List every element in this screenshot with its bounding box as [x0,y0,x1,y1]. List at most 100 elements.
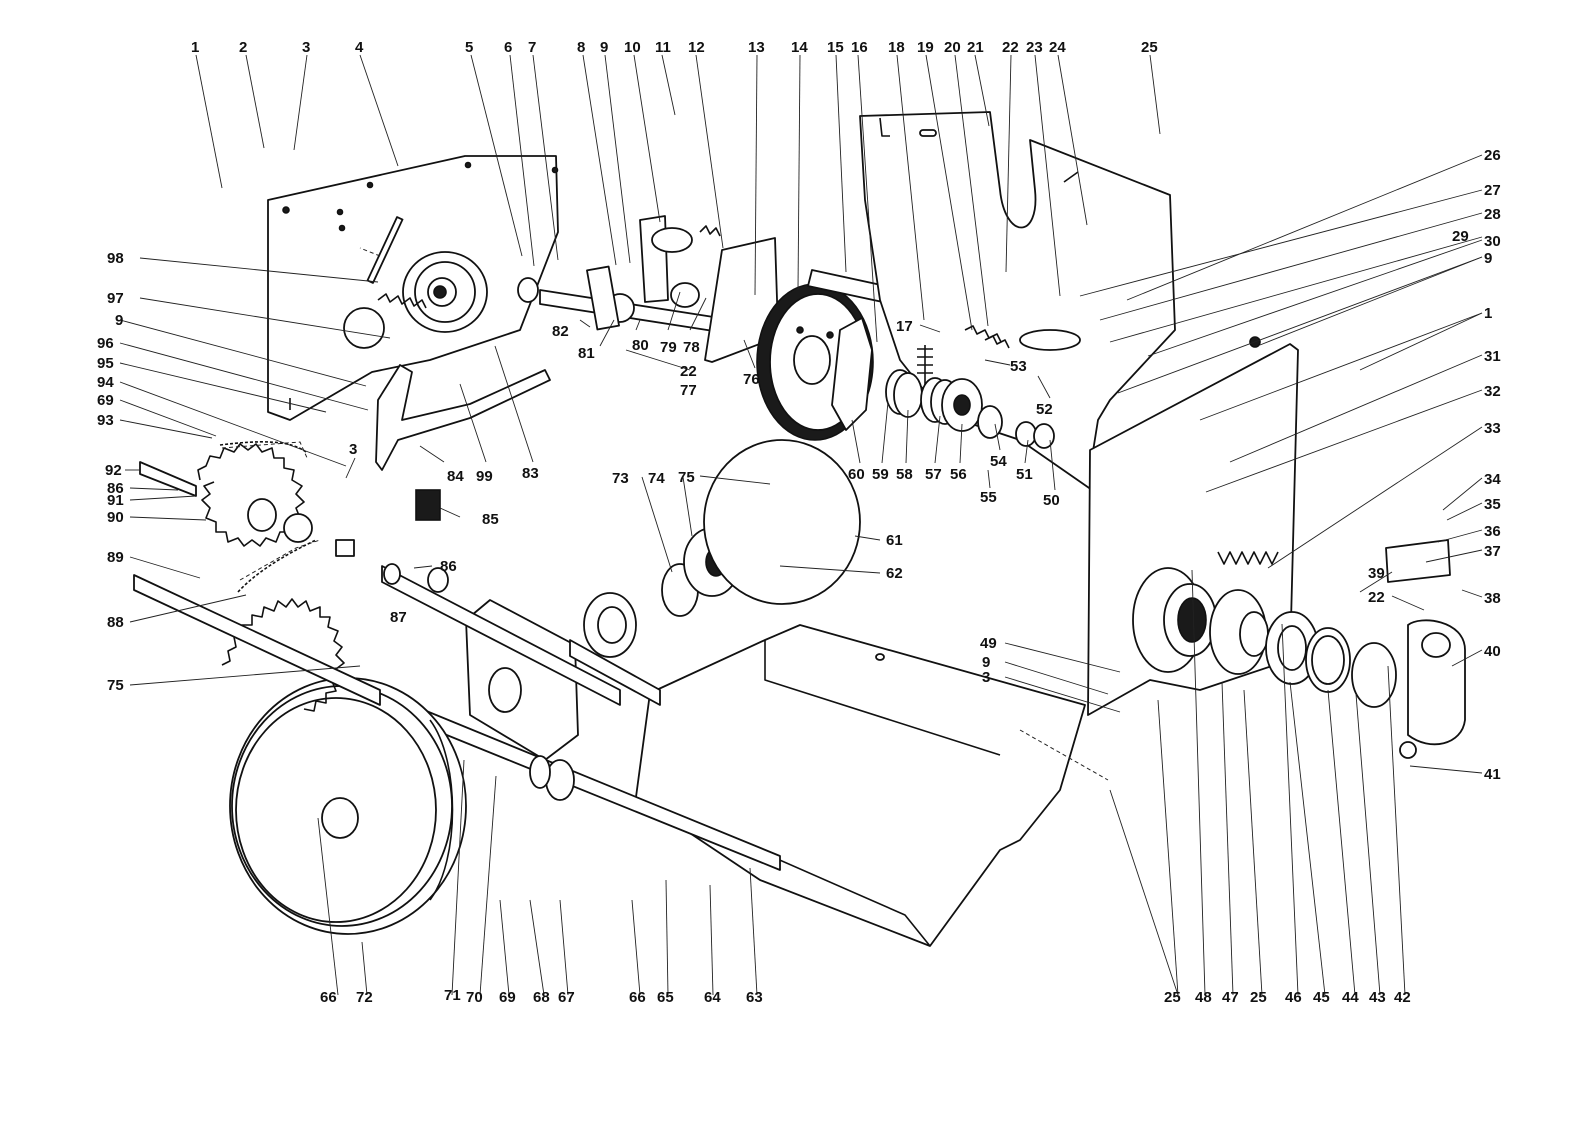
callout-74: 74 [648,470,665,487]
leader-lines [119,54,1483,996]
callout-91: 91 [107,492,124,509]
callout-34: 34 [1484,471,1501,488]
callout-23: 23 [1026,39,1043,56]
callout-82: 82 [552,323,569,340]
auger-housing-trough [635,624,1086,947]
callout-22-right: 22 [1368,589,1385,606]
callout-8: 8 [577,39,585,56]
callout-26: 26 [1484,147,1501,164]
callout-31: 31 [1484,348,1501,365]
callout-33: 33 [1484,420,1501,437]
right-bearing-assembly [1132,567,1397,708]
callout-35: 35 [1484,496,1501,513]
callout-71: 71 [444,987,461,1004]
clutch-washer-stack [885,325,1081,449]
callout-96: 96 [97,335,114,352]
callout-75: 75 [107,677,124,694]
idler-arm-disc [343,307,385,349]
callout-61: 61 [886,532,903,549]
callout-94: 94 [97,374,114,391]
spindle-stack [139,461,197,497]
callout-65: 65 [657,989,674,1006]
callout-93: 93 [97,412,114,429]
callout-5: 5 [465,39,473,56]
callout-12: 12 [688,39,705,56]
callout-55: 55 [980,489,997,506]
callout-41: 41 [1484,766,1501,783]
right-bracket [1385,539,1466,759]
callout-57: 57 [925,466,942,483]
callout-22: 22 [1002,39,1019,56]
callout-59: 59 [872,466,889,483]
callout-83: 83 [522,465,539,482]
callout-18: 18 [888,39,905,56]
callout-2: 2 [239,39,247,56]
callout-86: 86 [107,480,124,497]
callout-72: 72 [356,989,373,1006]
callout-64: 64 [704,989,721,1006]
callout-53: 53 [1010,358,1027,375]
callout-50: 50 [1043,492,1060,509]
callout-66-bottom: 66 [629,989,646,1006]
callout-54: 54 [990,453,1007,470]
callout-labels: 1 2 3 4 5 6 7 8 9 10 11 12 13 14 15 16 1… [97,39,1501,1006]
callout-48: 48 [1195,989,1212,1006]
callout-13: 13 [748,39,765,56]
callout-86-mid: 86 [440,558,457,575]
callout-87: 87 [390,609,407,626]
callout-3-lower: 3 [982,669,990,686]
callout-52: 52 [1036,401,1053,418]
idler-shaft [517,265,721,333]
bracket-spring [1217,551,1279,565]
callout-20: 20 [944,39,961,56]
callout-14: 14 [791,39,808,56]
hub-plate [831,317,873,431]
callout-84: 84 [447,468,464,485]
callout-69: 69 [97,392,114,409]
callout-80: 80 [632,337,649,354]
callout-47: 47 [1222,989,1239,1006]
callout-62: 62 [886,565,903,582]
callout-39: 39 [1368,565,1385,582]
callout-46: 46 [1285,989,1302,1006]
callout-11: 11 [655,39,671,56]
callout-38: 38 [1484,590,1501,607]
callout-58: 58 [896,466,913,483]
callout-25-c: 25 [1250,989,1267,1006]
callout-9: 9 [600,39,608,56]
callout-37: 37 [1484,543,1501,560]
callout-60: 60 [848,466,865,483]
callout-24: 24 [1049,39,1066,56]
callout-85: 85 [482,511,499,528]
upper-lever [639,215,721,308]
callout-81: 81 [578,345,595,362]
callout-63: 63 [746,989,763,1006]
drive-chain-upper [221,441,309,461]
callout-15: 15 [827,39,844,56]
dashed-lead-left [359,247,381,257]
callout-67: 67 [558,989,575,1006]
callout-19: 19 [917,39,934,56]
callout-27: 27 [1484,182,1501,199]
callout-30: 30 [1484,233,1501,250]
main-drive-shaft [379,563,781,871]
callout-10: 10 [624,39,641,56]
callout-25-b: 25 [1164,989,1181,1006]
callout-36: 36 [1484,523,1501,540]
callout-1: 1 [191,39,199,56]
callout-32: 32 [1484,383,1501,400]
friction-disc [703,439,861,605]
callout-7: 7 [528,39,536,56]
callout-99: 99 [476,468,493,485]
callout-66: 66 [320,989,337,1006]
callout-76: 76 [743,371,760,388]
callout-98: 98 [107,250,124,267]
callout-25: 25 [1141,39,1158,56]
callout-51: 51 [1016,466,1033,483]
clip-part [415,489,441,521]
callout-3: 3 [302,39,310,56]
callout-88: 88 [107,614,124,631]
callout-78: 78 [683,339,700,356]
callout-1-right: 1 [1484,305,1492,322]
